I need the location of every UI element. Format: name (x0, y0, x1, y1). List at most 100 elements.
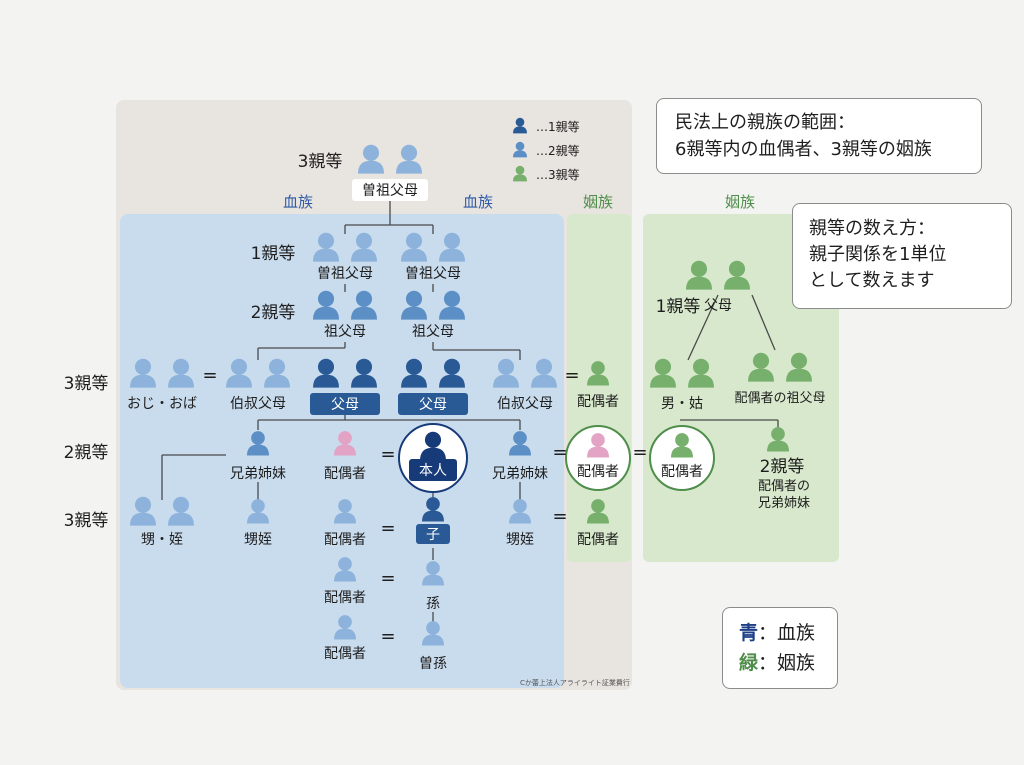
great-grandparents-right-person-a (401, 232, 427, 262)
spouse-grandchild-person (334, 557, 356, 582)
count-line-3: として数えます (809, 270, 935, 291)
spouse-circle-person (671, 433, 693, 458)
grandparents-left-person-b (351, 290, 377, 320)
child-label: 子 (426, 527, 440, 543)
legend-deg1-icon (513, 117, 527, 134)
great-grandparents-top-person-a (358, 144, 384, 174)
inlaw-parents-person-a (686, 260, 712, 290)
text-labels: 曽祖父母曽祖父母曽祖父母祖父母祖父母おじ・おば伯叔父母父母父母伯叔父母配偶者兄弟… (64, 120, 826, 672)
great-grandparents-top-person-b (396, 144, 422, 174)
nephew-outer-person-a (130, 496, 156, 526)
grandchild-label: 孫 (426, 596, 440, 612)
equals-sign-6: = (380, 518, 395, 539)
siblings-left-person (247, 431, 269, 456)
equals-sign-9: = (380, 626, 395, 647)
inlaw-parents-person-b (724, 260, 750, 290)
spouse-circle-label: 配偶者 (661, 464, 703, 480)
legend-deg3-icon (513, 165, 527, 182)
self-person (420, 431, 446, 461)
spouse-nephew-right-label: 配偶者 (577, 532, 619, 548)
great-grandparents-right-label: 曽祖父母 (405, 266, 461, 282)
inlaw-siblings-person (767, 427, 789, 452)
great-grandparents-top-label: 曽祖父母 (362, 183, 418, 199)
uncle-aunt-right-label: 伯叔父母 (497, 396, 553, 412)
father-mother-left-label: 父母 (331, 397, 359, 413)
legend-deg3-text: …3親等 (536, 168, 580, 182)
uncle-aunt-outer-person-b (168, 358, 194, 388)
spouse-ggchild-person (334, 615, 356, 640)
siblings-right-person (509, 431, 531, 456)
grandchild-person (422, 561, 444, 586)
spouse-ring-right (649, 425, 715, 491)
great-grandchild-person (422, 621, 444, 646)
inlaw-grandparents-person-b (786, 352, 812, 382)
father-mother-left-label-tag: 父母 (310, 393, 380, 415)
great-grandchild-label: 曽孫 (419, 656, 447, 672)
grandparents-left-label: 祖父母 (324, 324, 366, 340)
siblings-left-label: 兄弟姉妹 (230, 466, 286, 482)
key-green-text: ：姻族 (758, 652, 816, 674)
uncle-aunt-outer-label: おじ・おば (127, 396, 197, 412)
title-box: 民法上の親族の範囲： 6親等内の血偶者、3親等の姻族 (656, 98, 982, 174)
grandparents-right-person-a (401, 290, 427, 320)
title-line-2: 6親等内の血偶者、3親等の姻族 (675, 139, 932, 160)
spouse-self-label: 配偶者 (577, 464, 619, 480)
great-grandparents-right-person-b (439, 232, 465, 262)
spouse-child-person (334, 499, 356, 524)
inlaw-sibling-parent-person-a (650, 358, 676, 388)
spouse-nephew-right-person (587, 499, 609, 524)
counting-method-box: 親等の数え方： 親子関係を1単位 として数えます (792, 203, 1012, 309)
father-mother-left-person-b (351, 358, 377, 388)
equals-sign-8: = (380, 568, 395, 589)
degree-row2: 2親等 (251, 303, 296, 323)
nephew-outer-label: 甥・姪 (141, 532, 183, 548)
equals-sign-5: = (632, 442, 647, 463)
degree-left-3b: 3親等 (64, 511, 109, 531)
spouse-ring-left (565, 425, 631, 491)
spouse-sibling-left-person (334, 431, 356, 456)
father-mother-right-label-tag: 父母 (398, 393, 468, 415)
father-mother-left-person-a (313, 358, 339, 388)
nephew-right-person (509, 499, 531, 524)
great-grandparents-left-person-a (313, 232, 339, 262)
key-green-label: 緑 (739, 652, 759, 674)
inlaw-grandparents-label: 配偶者の祖父母 (734, 391, 825, 406)
nephew-outer-person-b (168, 496, 194, 526)
inlaw-grandparents-person-a (748, 352, 774, 382)
key-green: 緑：姻族 (739, 648, 837, 678)
great-grandparents-top-label-tag: 曽祖父母 (352, 179, 428, 201)
equals-sign-4: = (552, 442, 567, 463)
equals-sign-2: = (564, 365, 579, 386)
nephew-left-person (247, 499, 269, 524)
nephew-right-label: 甥姪 (506, 532, 534, 548)
person-nodes (130, 117, 812, 646)
spouse-ggchild-label: 配偶者 (324, 646, 366, 662)
legend-deg1-text: …1親等 (536, 120, 580, 134)
section-affinity-right: 姻族 (725, 193, 755, 211)
self-label: 本人 (419, 463, 447, 479)
father-mother-right-label: 父母 (419, 397, 447, 413)
father-mother-right-person-a (401, 358, 427, 388)
equals-sign-7: = (552, 506, 567, 527)
count-line-2: 親子関係を1単位 (809, 244, 947, 265)
child-label-tag: 子 (416, 524, 450, 544)
degree-row1: 1親等 (251, 244, 296, 264)
self-label-tag: 本人 (409, 459, 457, 481)
color-key-box: 青：血族 緑：姻族 (722, 607, 838, 689)
spouse-sibling-left-label: 配偶者 (324, 466, 366, 482)
section-blood-right: 血族 (463, 193, 493, 211)
section-blood-left: 血族 (283, 193, 313, 211)
degree-inlaw-2: 2親等 (760, 457, 805, 477)
uncle-aunt-right-person-b (531, 358, 557, 388)
degree-left-3a: 3親等 (64, 374, 109, 394)
spouse-child-label: 配偶者 (324, 532, 366, 548)
great-grandparents-left-person-b (351, 232, 377, 262)
degree-left-2: 2親等 (64, 443, 109, 463)
child-person (422, 497, 444, 522)
uncle-aunt-outer-person-a (130, 358, 156, 388)
title-line-1: 民法上の親族の範囲： (675, 112, 855, 133)
equals-sign-3: = (380, 444, 395, 465)
copyright-text: Cか蕾上法人アライライト証業費行 (520, 679, 630, 687)
grandparents-right-person-b (439, 290, 465, 320)
spouse-grandchild-label: 配偶者 (324, 590, 366, 606)
